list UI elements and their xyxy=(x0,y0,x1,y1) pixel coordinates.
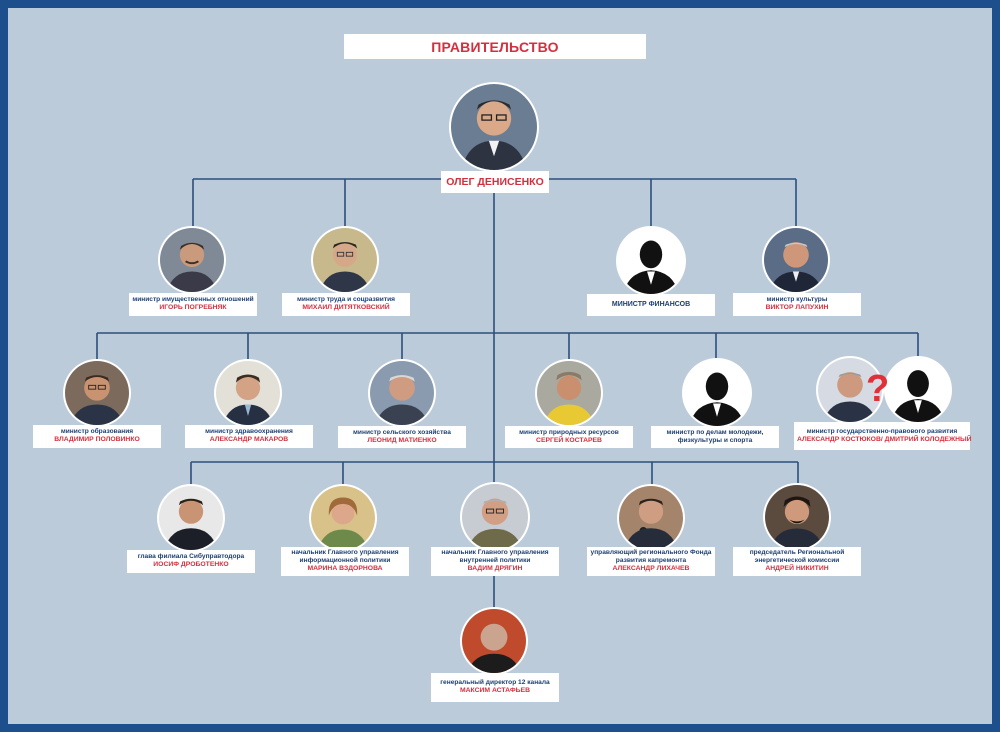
role-text: министр государственно-правового развити… xyxy=(806,427,958,435)
role-box: министр здравоохранения АЛЕКСАНДР МАКАРО… xyxy=(185,425,313,448)
role-box: министр культуры ВИКТОР ЛАПУХИН xyxy=(733,293,861,316)
person-name: ВИКТОР ЛАПУХИН xyxy=(765,304,829,312)
role-box: начальник Главного управления информацио… xyxy=(281,547,409,576)
role-text: министр образования xyxy=(60,428,134,436)
role-box: министр образования ВЛАДИМИР ПОЛОВИНКО xyxy=(33,425,161,448)
person-name: АЛЕКСАНДР ЛИХАЧЕВ xyxy=(612,565,690,573)
role-box: глава филиала Сибуправтодора ИОСИФ ДРОБО… xyxy=(127,550,255,573)
person-photo xyxy=(313,228,377,292)
person-name: МИХАИЛ ДИТЯТКОВСКИЙ xyxy=(302,304,390,312)
person-photo xyxy=(764,228,828,292)
role-box: министр по делам молодежи, физкультуры и… xyxy=(651,426,779,448)
chart-title: ПРАВИТЕЛЬСТВО xyxy=(344,34,646,59)
silhouette-photo xyxy=(618,228,684,294)
role-text: министр культуры xyxy=(766,296,828,304)
head-label: ОЛЕГ ДЕНИСЕНКО xyxy=(441,171,549,193)
person-photo xyxy=(65,361,129,425)
role-box: генеральный директор 12 канала МАКСИМ АС… xyxy=(431,673,559,702)
role-text: глава филиала Сибуправтодора xyxy=(137,553,245,561)
role-box: министр имущественных отношений ИГОРЬ ПО… xyxy=(129,293,257,316)
person-photo xyxy=(370,361,434,425)
person-name: ИГОРЬ ПОГРЕБНЯК xyxy=(159,304,227,312)
role-box: министр сельского хозяйства ЛЕОНИД МАТИЕ… xyxy=(338,426,466,448)
role-text: управляющий регионального Фонда развития… xyxy=(590,549,712,565)
role-text: начальник Главного управления внутренней… xyxy=(441,549,549,565)
person-photo xyxy=(765,485,829,549)
role-text: министр здравоохранения xyxy=(205,428,293,436)
role-text: министр имущественных отношений xyxy=(132,296,254,304)
role-box: министр природных ресурсов СЕРГЕЙ КОСТАР… xyxy=(505,426,633,448)
head-name: ОЛЕГ ДЕНИСЕНКО xyxy=(446,176,544,188)
person-name: МАКСИМ АСТАФЬЕВ xyxy=(459,687,531,695)
person-photo xyxy=(159,486,223,550)
head-photo xyxy=(451,84,537,170)
role-text: председатель Региональной энергетической… xyxy=(749,549,845,565)
person-photo xyxy=(619,486,683,550)
person-name: АЛЕКСАНДР КОСТЮКОВ/ ДМИТРИЙ КОЛОДЕЖНЫЙ xyxy=(797,435,972,443)
role-text: министр труда и соцразвития xyxy=(296,296,395,304)
role-box: министр труда и соцразвития МИХАИЛ ДИТЯТ… xyxy=(282,293,410,316)
role-text: МИНИСТР ФИНАНСОВ xyxy=(611,301,691,308)
role-text: начальник Главного управления информацио… xyxy=(291,549,399,565)
person-name: АНДРЕЙ НИКИТИН xyxy=(765,565,829,573)
person-name: ВАДИМ ДРЯГИН xyxy=(467,565,523,573)
silhouette-photo xyxy=(684,360,750,426)
role-box: председатель Региональной энергетической… xyxy=(733,547,861,576)
role-text: министр сельского хозяйства xyxy=(353,428,451,436)
role-box: министр государственно-правового развити… xyxy=(794,422,972,450)
person-photo xyxy=(462,484,528,550)
role-text: министр по делам молодежи, физкультуры и… xyxy=(666,429,764,444)
person-name: МАРИНА ВЗДОРНОВА xyxy=(307,565,383,573)
person-name: ВЛАДИМИР ПОЛОВИНКО xyxy=(54,436,140,444)
role-text: министр природных ресурсов xyxy=(519,428,619,436)
role-box: МИНИСТР ФИНАНСОВ xyxy=(587,294,715,316)
person-name: СЕРГЕЙ КОСТАРЕВ xyxy=(536,436,602,444)
person-photo xyxy=(216,361,280,425)
person-photo xyxy=(462,609,526,673)
role-box: начальник Главного управления внутренней… xyxy=(431,547,559,576)
person-name: ЛЕОНИД МАТИЕНКО xyxy=(367,436,437,444)
role-box: управляющий регионального Фонда развития… xyxy=(587,547,715,576)
question-mark: ? xyxy=(866,368,890,410)
person-photo xyxy=(537,361,601,425)
silhouette-photo xyxy=(886,358,950,422)
person-photo xyxy=(818,358,882,422)
person-photo xyxy=(160,228,224,292)
person-name: ИОСИФ ДРОБОТЕНКО xyxy=(153,561,229,569)
role-text: генеральный директор 12 канала xyxy=(440,679,550,687)
person-photo xyxy=(311,486,375,550)
person-name: АЛЕКСАНДР МАКАРОВ xyxy=(209,436,289,444)
